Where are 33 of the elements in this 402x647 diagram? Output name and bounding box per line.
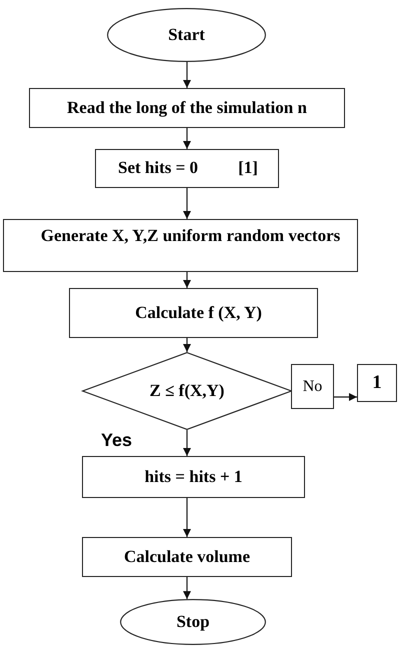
process-box [29,88,345,128]
node-label: Calculate f (X, Y) [135,302,262,324]
node-label: hits = hits + 1 [144,466,242,488]
arrow [183,128,191,149]
node-label: Calculate volume [124,546,250,568]
branch-box [291,364,334,409]
node-label: Generate X, Y,Z uniform random vectors [40,226,340,246]
node-label: Z ≤ f(X,Y) [150,380,224,402]
arrow [183,498,191,537]
process-box [69,288,318,338]
node-label: Start [168,24,205,46]
arrow [183,338,191,352]
node-label: No [302,376,322,396]
terminal-ellipse [107,8,266,62]
process-box [95,149,279,188]
process-box [82,456,305,498]
arrow [183,430,191,456]
connector-box [357,364,397,402]
terminal-ellipse [120,599,266,645]
process-box [82,537,292,577]
node-label: Stop [176,612,210,632]
arrow [183,272,191,288]
arrow [334,393,357,401]
step-text: Set hits = 0 [118,158,198,179]
node-label: 1 [372,372,382,394]
arrow [183,188,191,219]
process-box [3,219,358,272]
node-label: Read the long of the simulation n [67,98,307,118]
arrow [183,62,191,88]
arrow [183,577,191,600]
branch-label: Yes [101,431,132,449]
decision-diamond [82,352,292,430]
reference-mark: [1] [238,158,258,179]
